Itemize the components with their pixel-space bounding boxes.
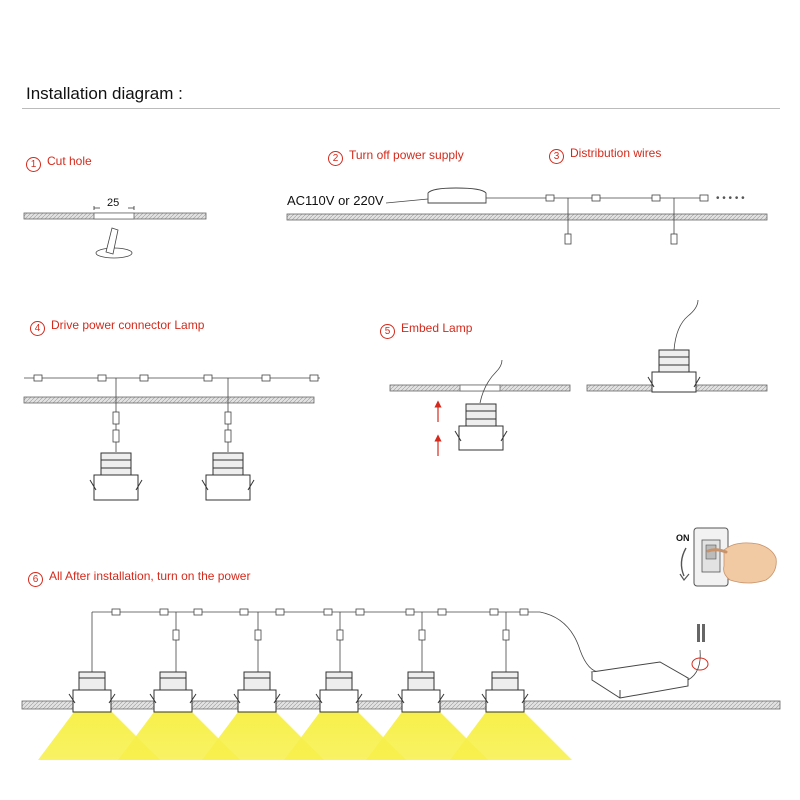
- continuation-dots: • • • • •: [716, 193, 745, 204]
- step-1-text: Cut hole: [47, 154, 92, 168]
- step-2-text: Turn off power supply: [349, 148, 464, 162]
- step-4-text: Drive power connector Lamp: [51, 318, 205, 332]
- step-2-3-illustration: [286, 187, 768, 245]
- step-4-label: 4 Drive power connector Lamp: [30, 318, 204, 336]
- lamp-2: [201, 452, 255, 501]
- step-2-number: 2: [328, 151, 343, 166]
- step-1-number: 1: [26, 157, 41, 172]
- step-5-number: 5: [380, 324, 395, 339]
- lamp-embedded: [647, 349, 701, 393]
- mains-plug-icon: [697, 624, 700, 642]
- lamp-1: [89, 452, 143, 501]
- step-3-label: 3 Distribution wires: [549, 146, 661, 164]
- ceiling-board: [23, 396, 315, 404]
- ceiling-board: [286, 213, 768, 221]
- light-beams: [38, 712, 572, 760]
- title-divider: [22, 108, 780, 109]
- lamp-6-6: [481, 671, 529, 713]
- hole-dimension-label: 25: [107, 197, 120, 209]
- step-6-text: All After installation, turn on the powe…: [49, 569, 251, 583]
- step-5-label: 5 Embed Lamp: [380, 321, 472, 339]
- step-4-illustration: [23, 374, 320, 501]
- step-2-label: 2 Turn off power supply: [328, 148, 464, 166]
- step-3-text: Distribution wires: [570, 146, 662, 160]
- ceiling-board: [21, 700, 781, 710]
- switch-on-label: ON: [676, 533, 690, 543]
- dimension-marker: [93, 206, 135, 210]
- step-1-illustration: [23, 206, 207, 259]
- hole-saw-icon: [105, 227, 119, 255]
- step-5-text: Embed Lamp: [401, 321, 473, 335]
- voltage-label: AC110V or 220V: [287, 193, 384, 208]
- wall-switch-icon: [679, 527, 729, 587]
- step-6-number: 6: [28, 572, 43, 587]
- lamp-6-1: [68, 671, 116, 713]
- step-4-number: 4: [30, 321, 45, 336]
- step-6-label: 6 All After installation, turn on the pow…: [28, 569, 250, 587]
- step-3-number: 3: [549, 149, 564, 164]
- step-6-illustration: [21, 527, 781, 760]
- cut-hole: [93, 212, 135, 220]
- lamp-6-2: [149, 671, 197, 713]
- input-wire: [385, 198, 429, 204]
- hand-icon: [706, 542, 777, 584]
- lamp-inserting: [454, 403, 508, 451]
- led-driver: [427, 187, 487, 204]
- page-title: Installation diagram :: [26, 84, 183, 103]
- lamp-6-5: [397, 671, 445, 713]
- step-1-label: 1 Cut hole: [26, 154, 92, 172]
- step-5-illustration: [389, 299, 768, 456]
- lamp-6-3: [233, 671, 281, 713]
- led-driver: [590, 661, 690, 699]
- lamp-6-4: [315, 671, 363, 713]
